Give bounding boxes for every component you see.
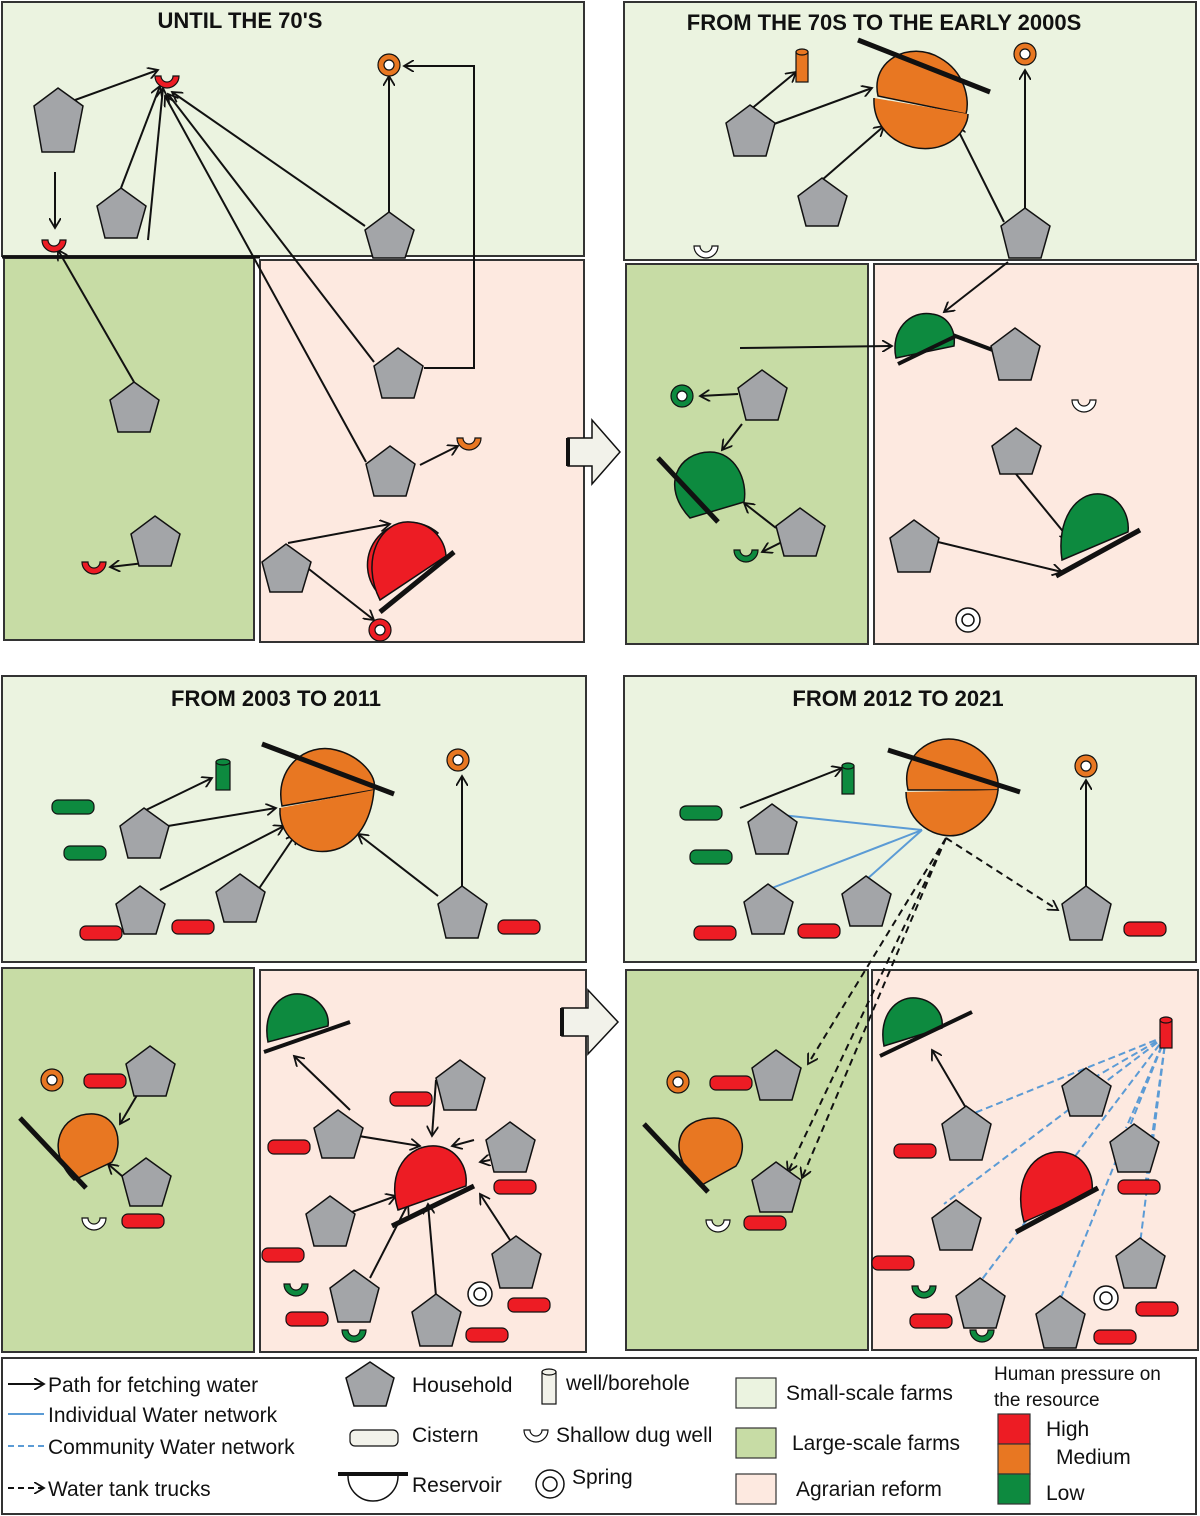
legend-cistern-icon (349, 1429, 399, 1447)
panel-title: FROM 2003 TO 2011 (171, 686, 381, 711)
legend-small-farms-label: Small-scale farms (786, 1382, 953, 1405)
legend-reservoir-icon (338, 1472, 408, 1502)
transition-arrow (560, 988, 620, 1056)
legend-large-farms-label: Large-scale farms (792, 1432, 960, 1455)
legend-medium-swatch (997, 1443, 1031, 1475)
small-scale-farm-zone (1, 1, 585, 257)
legend-pressure-title: Human pressure on (994, 1364, 1161, 1385)
legend-medium-label: Medium (1056, 1446, 1131, 1469)
legend-high-swatch (997, 1413, 1031, 1445)
legend-pressure-subtitle: the resource (994, 1390, 1100, 1411)
large-scale-farm-zone (625, 969, 869, 1351)
cisterns (51, 799, 551, 1343)
legend-small-farms-swatch (735, 1377, 777, 1409)
legend-shallow-well-icon (523, 1429, 549, 1443)
legend-cistern-label: Cistern (412, 1424, 479, 1447)
springs (368, 53, 401, 642)
legend-high-label: High (1046, 1418, 1089, 1441)
legend-individual-network-label: Individual Water network (48, 1404, 278, 1427)
panel-70s-to-early-2000s: FROM THE 70S TO THE EARLY 2000S (623, 1, 1199, 645)
legend-low-swatch (997, 1473, 1031, 1505)
shallow-dug-wells (41, 75, 482, 575)
legend-agrarian-label: Agrarian reform (796, 1478, 942, 1501)
households (33, 87, 424, 593)
panel-2012-to-2021: FROM 2012 TO 2021 (623, 675, 1199, 1351)
legend-community-network-label: Community Water network (48, 1436, 295, 1459)
panel-title: FROM THE 70S TO THE EARLY 2000S (687, 10, 1082, 35)
legend-low-label: Low (1046, 1482, 1085, 1505)
legend-path-label: Path for fetching water (48, 1374, 258, 1397)
legend-household-icon (345, 1361, 395, 1407)
legend: Path for fetching water Individual Water… (1, 1357, 1197, 1515)
legend-agrarian-swatch (735, 1473, 777, 1505)
water-tank-truck-routes (788, 837, 1058, 1178)
individual-network (771, 813, 923, 889)
panel-title: UNTIL THE 70'S (158, 8, 323, 33)
legend-trucks-label: Water tank trucks (48, 1478, 211, 1501)
panel-title: FROM 2012 TO 2021 (792, 686, 1003, 711)
legend-large-farms-swatch (735, 1427, 777, 1459)
agrarian-reform-zone (259, 259, 585, 643)
legend-household-label: Household (412, 1374, 512, 1397)
legend-reservoir-label: Reservoir (412, 1474, 502, 1497)
legend-shallow-well-label: Shallow dug well (556, 1424, 712, 1447)
panel-2003-to-2011: FROM 2003 TO 2011 (1, 675, 587, 1353)
large-scale-farm-zone (625, 263, 869, 645)
panel-until-70s: UNTIL THE 70'S (1, 1, 585, 643)
large-scale-farm-zone (3, 257, 255, 641)
water-paths (55, 66, 475, 620)
transition-arrow (566, 418, 621, 486)
legend-spring-label: Spring (572, 1466, 633, 1489)
legend-spring-icon (535, 1469, 565, 1499)
large-scale-farm-zone (1, 967, 255, 1353)
legend-well-icon (541, 1368, 557, 1405)
reservoir (366, 521, 456, 614)
legend-well-label: well/borehole (565, 1372, 690, 1395)
